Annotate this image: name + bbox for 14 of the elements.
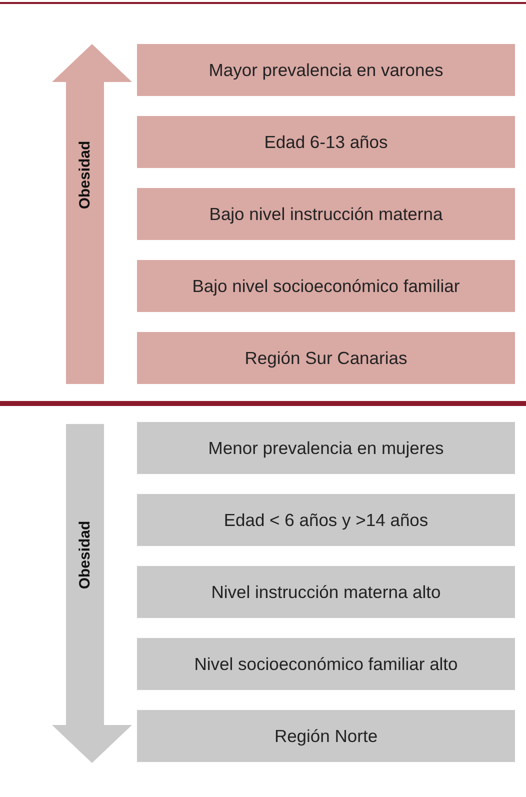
up-arrow — [52, 44, 132, 384]
factor-box: Edad 6-13 años — [137, 116, 515, 168]
factor-box: Región Sur Canarias — [137, 332, 515, 384]
factor-box: Edad < 6 años y >14 años — [137, 494, 515, 546]
factor-box: Nivel socioeconómico familiar alto — [137, 638, 515, 690]
factor-box: Nivel instrucción materna alto — [137, 566, 515, 618]
arrow-label: Obesidad — [76, 520, 94, 590]
factor-box: Bajo nivel instrucción materna — [137, 188, 515, 240]
down-arrow — [52, 424, 132, 763]
factor-box: Región Norte — [137, 710, 515, 762]
factor-box: Mayor prevalencia en varones — [137, 44, 515, 96]
factor-box: Menor prevalencia en mujeres — [137, 422, 515, 474]
arrow-label: Obesidad — [76, 140, 94, 210]
factor-box: Bajo nivel socioeconómico familiar — [137, 260, 515, 312]
